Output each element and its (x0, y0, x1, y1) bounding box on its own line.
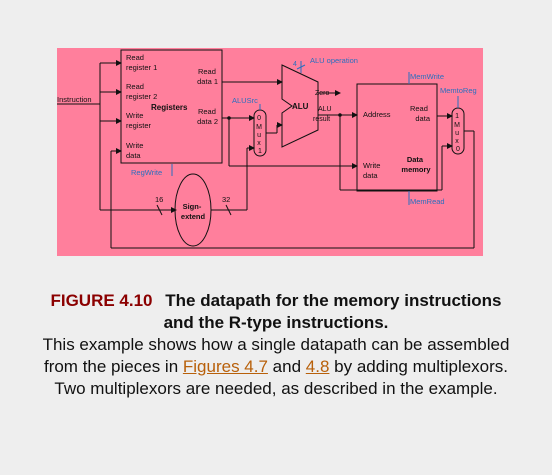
data-memory-title-b: memory (401, 165, 431, 174)
alu-operation-label: ALU operation (310, 56, 358, 65)
alu-label: ALU (292, 102, 309, 111)
alusrc-label: ALUSrc (232, 96, 258, 105)
alusrc-mux-0: 0 (257, 115, 261, 122)
caption-title-block: FIGURE 4.10 The datapath for the memory … (40, 290, 512, 334)
registers-title: Registers (151, 103, 188, 112)
data-memory (356, 83, 438, 192)
alu-result-label-a: ALU (318, 106, 332, 113)
sign-extend-label-b: extend (181, 212, 206, 221)
mem-read-data-label-a: Read (410, 104, 428, 113)
memtoreg-mux-0: 0 (456, 146, 460, 153)
write-register-label-b: register (126, 121, 152, 130)
caption-body: This example shows how a single datapath… (40, 334, 512, 400)
alusrc-mux-m: M (256, 124, 262, 131)
read-data-2-label-a: Read (198, 107, 216, 116)
caption-text-and: and (272, 357, 302, 376)
svg-text:Read data: Read data (410, 104, 431, 123)
svg-text:Write data: Write data (126, 141, 145, 160)
svg-text:Sign- extend: Sign- extend (181, 202, 206, 221)
svg-text:0 M u x 1: 0 M u x 1 (256, 115, 264, 155)
regwrite-label: RegWrite (131, 168, 162, 177)
write-data-label-b: data (126, 151, 141, 160)
memtoreg-mux-m: M (454, 122, 460, 129)
alusrc-mux-1: 1 (258, 148, 262, 155)
figure-caption: FIGURE 4.10 The datapath for the memory … (40, 290, 512, 400)
memtoreg-mux-u: u (455, 130, 459, 137)
memtoreg-mux-1: 1 (455, 113, 459, 120)
read-register-2-label-a: Read (126, 82, 144, 91)
alu-op-bits: 4 (293, 61, 297, 68)
mem-write-data-label-a: Write (363, 161, 380, 170)
mem-write-data-label-b: data (363, 171, 378, 180)
figure-title: The datapath for the memory instructions… (163, 291, 502, 332)
svg-text:ALU result: ALU result (313, 106, 334, 123)
alusrc-mux-u: u (257, 132, 261, 139)
alu (281, 64, 319, 148)
caption-text-after: by adding multiplexors. Two multiplexors… (54, 357, 509, 398)
svg-text:Write register: Write register (126, 111, 152, 130)
link-figures-4-7[interactable]: Figures 4.7 (182, 357, 268, 376)
sign-extend-label-a: Sign- (183, 202, 202, 211)
read-register-1-label-b: register 1 (126, 63, 157, 72)
memread-label: MemRead (410, 197, 445, 206)
read-data-1-label-a: Read (198, 67, 216, 76)
svg-text:Data memory: Data memory (401, 155, 431, 174)
memwrite-label: MemWrite (410, 72, 444, 81)
read-register-2-label-b: register 2 (126, 92, 157, 101)
diagram-background (57, 48, 483, 256)
memtoreg-mux-x: x (455, 138, 459, 145)
mem-address-label: Address (363, 110, 391, 119)
memtoreg-label: MemtoReg (440, 86, 477, 95)
svg-text:Write data: Write data (363, 161, 382, 180)
alu-result-label-b: result (313, 116, 330, 123)
sign-in-bits: 16 (155, 195, 163, 204)
svg-text:Read register 2: Read register 2 (126, 82, 157, 101)
register-file (120, 49, 223, 164)
data-memory-title-a: Data (407, 155, 424, 164)
svg-text:Read register 1: Read register 1 (126, 53, 157, 72)
read-data-2-label-b: data 2 (197, 117, 218, 126)
write-data-label-a: Write (126, 141, 143, 150)
mem-read-data-label-b: data (415, 114, 430, 123)
sign-out-bits: 32 (222, 195, 230, 204)
read-data-1-label-b: data 1 (197, 77, 218, 86)
caption-text-before: This example shows how a single datapath… (42, 335, 510, 376)
write-register-label-a: Write (126, 111, 143, 120)
instruction-label: Instruction (57, 95, 92, 104)
svg-text:Read data 2: Read data 2 (197, 107, 218, 126)
svg-text:1 M u x 0: 1 M u x 0 (454, 113, 462, 153)
figure-number: FIGURE 4.10 (50, 291, 153, 310)
alusrc-mux-x: x (257, 140, 261, 147)
read-register-1-label-a: Read (126, 53, 144, 62)
svg-text:Read data 1: Read data 1 (197, 67, 218, 86)
link-figure-4-8[interactable]: 4.8 (305, 357, 330, 376)
